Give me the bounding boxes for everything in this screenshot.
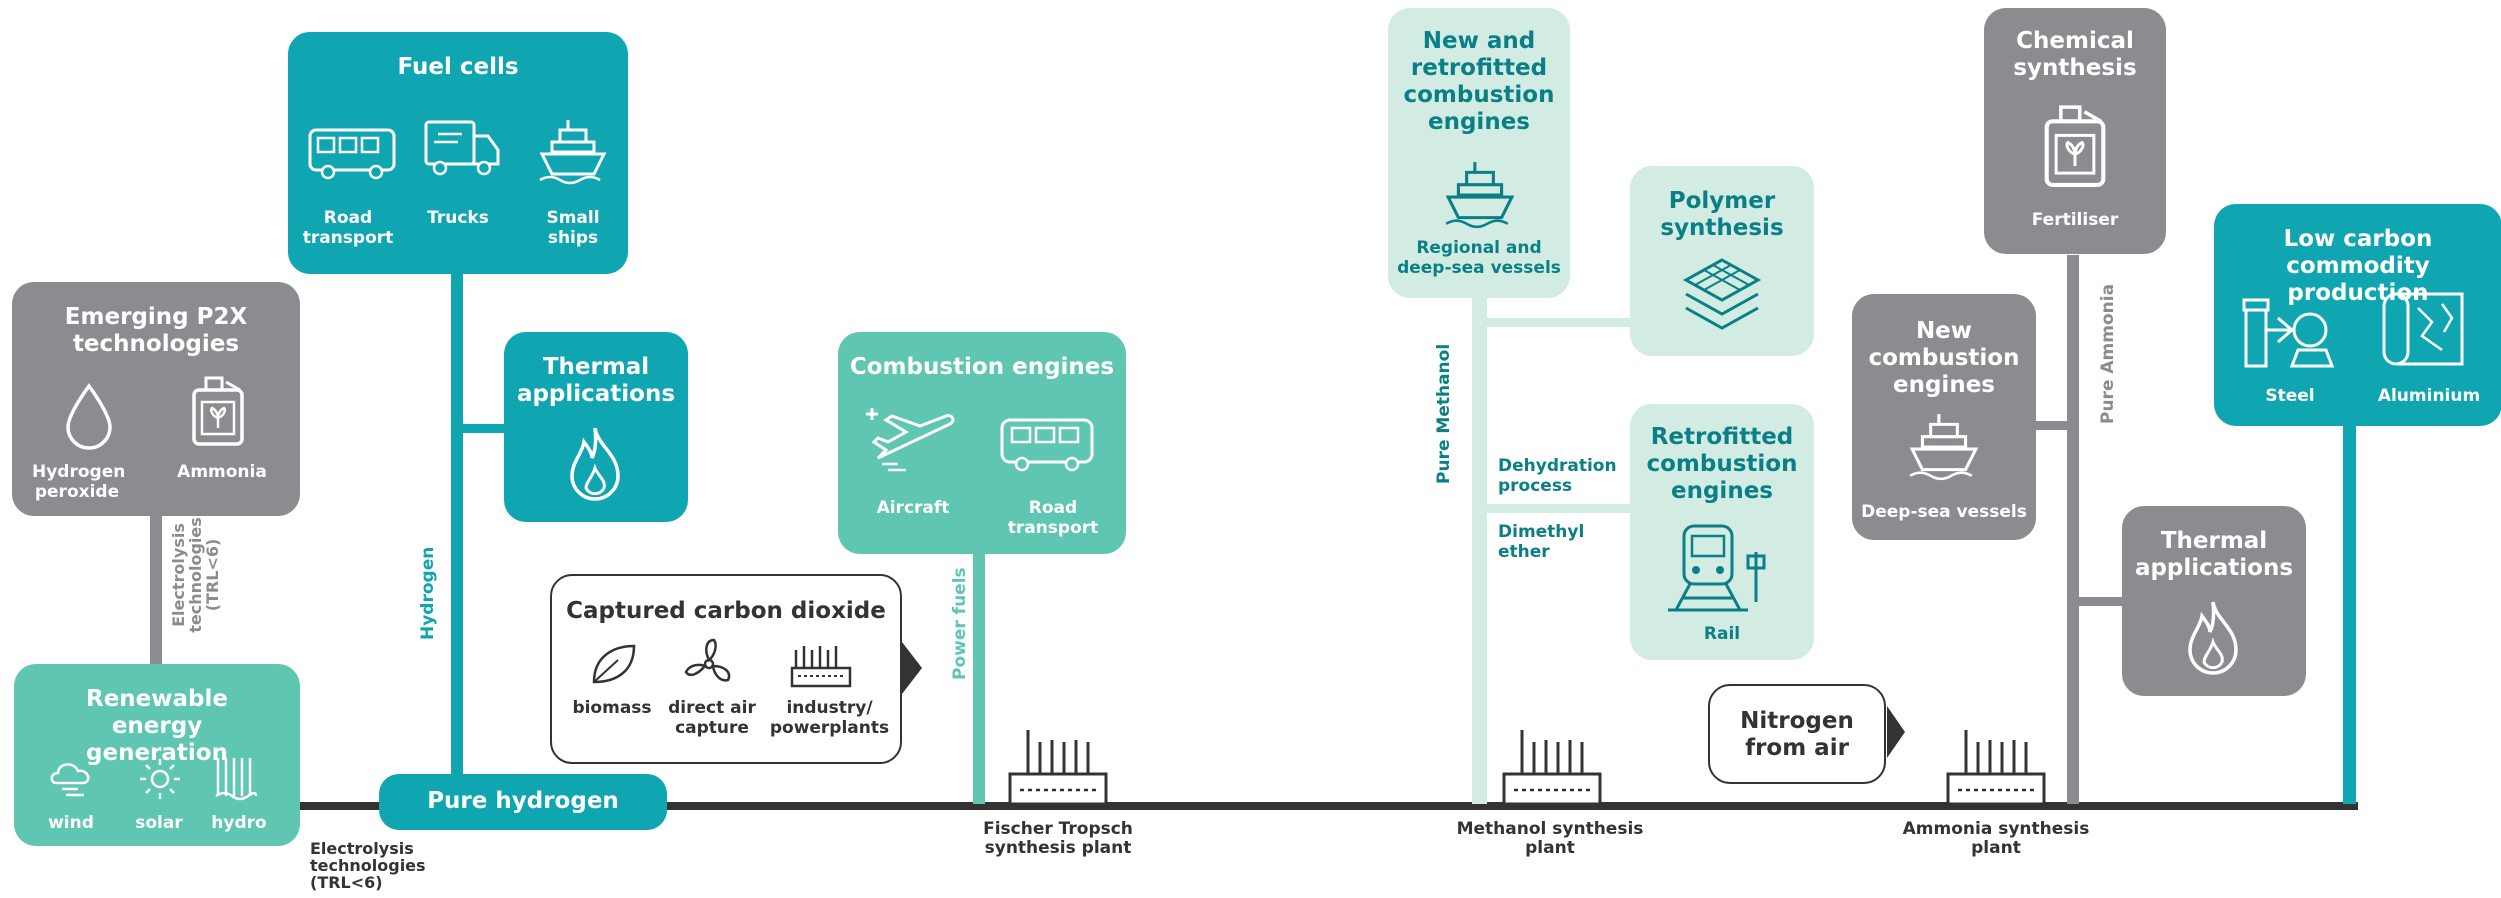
renewable-item-hydro: hydro <box>211 813 267 833</box>
combustion-title: Combustion engines <box>849 354 1115 380</box>
fischer-plant-icon <box>1008 730 1108 806</box>
renewable-item-solar: solar <box>135 813 183 833</box>
retrofitted-title: Retrofitted combustion engines <box>1646 424 1798 504</box>
new-retro-title: New and retrofitted combustion engines <box>1403 28 1555 135</box>
water-icon <box>215 758 258 801</box>
canister-icon <box>192 376 244 446</box>
captured-co2-box: Captured carbon dioxide biomass direct a… <box>550 574 902 764</box>
bus-icon <box>308 128 396 180</box>
low-carbon-item-aluminium: Aluminium <box>2377 386 2481 406</box>
emerging-p2x-box: Emerging P2X technologies Hydrogen perox… <box>12 282 300 516</box>
thermal-applications-left-box: Thermal applications <box>504 332 688 522</box>
flame-icon <box>2188 601 2238 675</box>
fuel-cells-item-trucks: Trucks <box>427 208 489 228</box>
renewable-title: Renewable energy generation <box>86 686 228 766</box>
fan-icon <box>684 638 731 682</box>
captured-title: Captured carbon dioxide <box>566 598 886 624</box>
captured-arrow-icon <box>902 642 922 694</box>
power-fuels-line <box>973 552 985 804</box>
steel-icon <box>2242 298 2335 368</box>
polymer-synthesis-box: Polymer synthesis <box>1630 166 1814 356</box>
electrolysis-connector <box>150 515 162 665</box>
wind-icon <box>50 763 90 797</box>
electrolysis-bottom-label: Electrolysis technologies (TRL<6) <box>310 839 426 892</box>
captured-item-industry: industry/ powerplants <box>769 698 890 738</box>
combustion-item-aircraft: Aircraft <box>876 498 950 518</box>
flame-icon <box>570 427 620 501</box>
new-retrofitted-box: New and retrofitted combustion engines R… <box>1388 8 1570 298</box>
ship-icon <box>539 120 607 185</box>
pure-hydrogen-box: Pure hydrogen <box>379 774 667 830</box>
fuel-cells-title: Fuel cells <box>397 54 519 80</box>
truck-icon <box>424 120 500 176</box>
retrofitted-engines-box: Retrofitted combustion engines Rail <box>1630 404 1814 660</box>
dimethyl-label: Dimethyl ether <box>1498 522 1585 562</box>
low-carbon-box: Low carbon commodity production Steel Al… <box>2214 204 2501 426</box>
pure-ammonia-label: Pure Ammonia <box>2098 283 2118 424</box>
factory-icon <box>790 646 852 688</box>
nitrogen-arrow-icon <box>1887 706 1905 758</box>
new-combustion-item: Deep-sea vessels <box>1861 502 2027 522</box>
thermal-left-title: Thermal applications <box>516 354 676 407</box>
methanol-branch-polymer <box>1485 318 1631 327</box>
ammonia-branch-thermal <box>2075 597 2123 606</box>
emerging-item-hydrogen-peroxide: Hydrogen peroxide <box>32 462 126 502</box>
retrofitted-item-rail: Rail <box>1703 624 1741 644</box>
methanol-branch-rail <box>1485 504 1631 513</box>
polymer-title: Polymer synthesis <box>1660 188 1784 241</box>
nitrogen-box: Nitrogen from air <box>1708 684 1886 784</box>
ship-icon <box>1909 414 1979 481</box>
pure-hydrogen-label: Pure hydrogen <box>427 788 619 814</box>
pure-methanol-label: Pure Methanol <box>1434 343 1454 484</box>
renewable-item-wind: wind <box>48 813 94 833</box>
renewable-energy-box: Renewable energy generation wind solar h… <box>14 664 300 846</box>
sun-icon <box>140 759 180 799</box>
new-combustion-box: New combustion engines Deep-sea vessels <box>1852 294 2036 540</box>
aircraft-icon <box>866 408 955 472</box>
ammonia-line <box>2067 255 2079 804</box>
low-carbon-title: Low carbon commodity production <box>2283 226 2433 306</box>
ammonia-plant-icon <box>1946 730 2046 806</box>
dehydration-label: Dehydration process <box>1498 456 1617 496</box>
fuel-cells-item-small-ships: Small ships <box>546 208 600 248</box>
low-carbon-item-steel: Steel <box>2265 386 2315 406</box>
chemical-item-fertiliser: Fertiliser <box>2031 210 2119 230</box>
emerging-title: Emerging P2X technologies <box>64 304 248 357</box>
main-pipeline <box>290 802 2358 810</box>
canister-icon <box>2044 105 2106 187</box>
train-icon <box>1668 524 1766 612</box>
ship-icon <box>1445 162 1515 229</box>
leaf-icon <box>592 644 636 684</box>
new-retro-item: Regional and deep-sea vessels <box>1397 238 1561 278</box>
fuel-cells-box: Fuel cells Road transport Trucks Small s… <box>288 32 628 274</box>
electrolysis-vertical-label: Electrolysis technologies (TRL<6) <box>169 517 222 633</box>
thermal-applications-right-box: Thermal applications <box>2122 506 2306 696</box>
ammonia-plant-label: Ammonia synthesis plant <box>1902 819 2090 858</box>
methanol-line <box>1472 298 1487 804</box>
captured-item-biomass: biomass <box>572 698 652 718</box>
layers-icon <box>1682 258 1762 330</box>
bus-icon <box>1000 418 1094 472</box>
ammonia-branch-engines <box>2036 421 2072 430</box>
low-carbon-line <box>2343 425 2356 804</box>
fischer-plant-label: Fischer Tropsch synthesis plant <box>983 819 1133 858</box>
fuel-cells-item-road-transport: Road transport <box>302 208 394 248</box>
hydrogen-line-label: Hydrogen <box>418 546 438 640</box>
aluminium-icon <box>2382 292 2464 366</box>
power-fuels-label: Power fuels <box>950 567 970 680</box>
methanol-plant-icon <box>1502 730 1602 806</box>
combustion-item-road-transport: Road transport <box>1007 498 1099 538</box>
methanol-plant-label: Methanol synthesis plant <box>1456 819 1644 858</box>
nitrogen-title: Nitrogen from air <box>1740 708 1854 761</box>
combustion-engines-box: Combustion engines Aircraft Road transpo… <box>838 332 1126 554</box>
new-combustion-title: New combustion engines <box>1868 318 2020 398</box>
chemical-synthesis-box: Chemical synthesis Fertiliser <box>1984 8 2166 254</box>
droplet-icon <box>66 383 112 450</box>
chemical-title: Chemical synthesis <box>2013 28 2137 81</box>
thermal-right-title: Thermal applications <box>2134 528 2294 581</box>
hydrogen-branch-thermal <box>460 424 508 433</box>
hydrogen-line <box>451 272 463 780</box>
captured-item-direct-air-capture: direct air capture <box>668 698 756 738</box>
emerging-item-ammonia: Ammonia <box>177 462 267 482</box>
